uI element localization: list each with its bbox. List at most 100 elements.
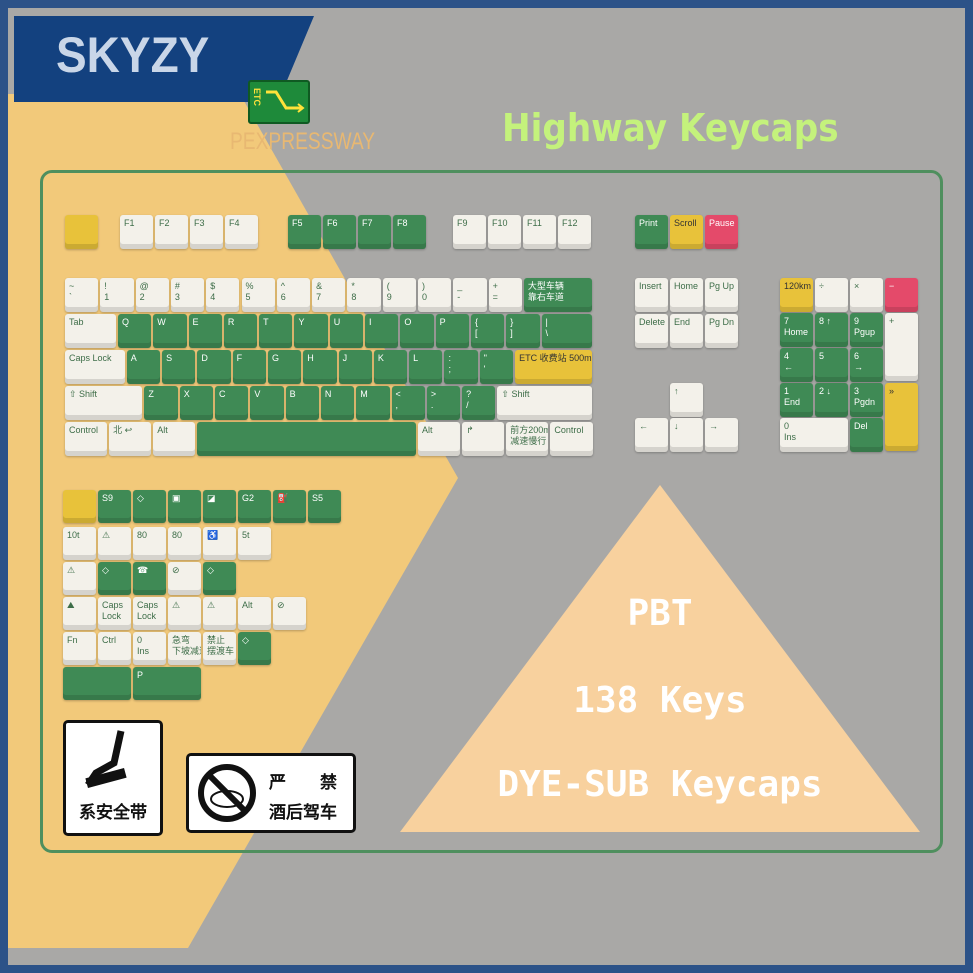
keycap-numpad: 1 End: [780, 383, 813, 417]
keycap-row1: ^ 6: [276, 278, 311, 312]
keycap-row1: + =: [488, 278, 522, 312]
seatbelt-sign: 系安全带: [63, 720, 163, 836]
keycap-row2: Q: [117, 314, 152, 348]
keycap-extras: 急弯 下坡减速: [168, 632, 201, 665]
keycap-nav: ←: [635, 418, 668, 452]
keycap-nav: Insert: [635, 278, 668, 312]
keycap-row1: * 8: [347, 278, 381, 312]
keycap-numpad: 2 ↓: [815, 383, 848, 417]
keycap-row1: & 7: [312, 278, 346, 312]
keycap-extras: ⛰: [63, 597, 96, 630]
logo-text: PEXPRESSWAY: [230, 128, 376, 155]
keycap-numpad: 7 Home: [780, 313, 813, 347]
keycap-numpad: +: [885, 313, 918, 381]
keycap-frow: F12: [558, 215, 591, 249]
keycap-frow: Scroll: [670, 215, 703, 249]
keycap-nav: ↑: [670, 383, 703, 417]
keycap-frow: F9: [453, 215, 486, 249]
keycap-extras: S9: [98, 490, 131, 523]
keycap-row5: Control: [550, 422, 593, 456]
keycap-extras: G2: [238, 490, 271, 523]
keycap-row4: M: [356, 386, 390, 420]
keycap-extras: ▣: [168, 490, 201, 523]
keycap-extras: ⊘: [273, 597, 306, 630]
keycap-row4: X: [179, 386, 214, 420]
keycap-row3: J: [338, 350, 372, 384]
keycap-row4: B: [285, 386, 319, 420]
keycap-row2: | \: [541, 314, 593, 348]
keycap-extras: 禁止 摆渡车: [203, 632, 236, 665]
keycap-row4: C: [215, 386, 249, 420]
keycap-row2: P: [435, 314, 469, 348]
keycap-nav: →: [705, 418, 738, 452]
sign-text-line1: 严 禁: [269, 773, 337, 793]
keycap-row3: Caps Lock: [65, 350, 125, 384]
keycap-row2: I: [365, 314, 399, 348]
keycap-row4: ⇧ Shift: [65, 386, 143, 420]
keycap-frow: Pause: [705, 215, 738, 249]
keycap-row5: 前方200m 减速慢行: [506, 422, 549, 456]
keycap-nav: Delete: [635, 314, 668, 348]
keycap-row4: ⇧ Shift: [497, 386, 593, 420]
keycap-extras: ◇: [203, 562, 236, 595]
keycap-row1: ) 0: [418, 278, 452, 312]
keycap-frow: F3: [190, 215, 223, 249]
keycap-extras: ⚠: [203, 597, 236, 630]
keycap-row3: : ;: [444, 350, 478, 384]
keycap-extras: ◪: [203, 490, 236, 523]
keycap-row3: G: [267, 350, 302, 384]
keycap-numpad: ÷: [815, 278, 848, 312]
keycap-row3: L: [409, 350, 443, 384]
keycap-row3: " ': [479, 350, 514, 384]
brand-name: SKYZY: [56, 27, 210, 83]
keycap-row2: { [: [470, 314, 505, 348]
keycap-frow: F1: [120, 215, 153, 249]
keycap-numpad: 9 Pgup: [850, 313, 883, 347]
keycap-row5: Alt: [153, 422, 196, 456]
keycap-nav: Pg Dn: [705, 314, 738, 348]
keycap-extras: 0 Ins: [133, 632, 166, 665]
keycap-row4: < ,: [391, 386, 425, 420]
keycap-extras: P: [133, 667, 201, 700]
keycap-row2: E: [188, 314, 222, 348]
keycap-extras: ☎: [133, 562, 166, 595]
keycap-frow: F11: [523, 215, 556, 249]
keycap-row2: Tab: [65, 314, 116, 348]
keycap-row3: F: [232, 350, 266, 384]
content-frame: [40, 170, 943, 853]
keycap-row1: 大型车辆 靠右车道: [523, 278, 593, 312]
keycap-numpad: 3 Pgdn: [850, 383, 883, 417]
keycap-row1: $ 4: [206, 278, 240, 312]
etc-logo-icon: ETC: [248, 80, 310, 124]
keycap-row2: T: [259, 314, 293, 348]
keycap-extras: ◇: [238, 632, 271, 665]
keycap-row4: N: [320, 386, 355, 420]
page-title: Highway Keycaps: [502, 106, 839, 150]
keycap-numpad: Del: [850, 418, 883, 452]
keycap-numpad: 5: [815, 348, 848, 382]
keycap-row1: @ 2: [135, 278, 169, 312]
keycap-extras: Alt: [238, 597, 271, 630]
keycap-extras: 80: [133, 527, 166, 560]
keycap-row5: Control: [65, 422, 108, 456]
keycap-extras: ♿: [203, 527, 236, 560]
keycap-extras: Caps Lock: [98, 597, 131, 630]
keycap-row3: H: [303, 350, 337, 384]
keycap-frow: F6: [323, 215, 356, 249]
keycap-extras: 10t: [63, 527, 96, 560]
keycap-row1: ~ `: [65, 278, 99, 312]
keycap-extras: ⚠: [98, 527, 131, 560]
keycap-extras: Fn: [63, 632, 96, 665]
seatbelt-text: 系安全带: [79, 803, 147, 823]
keycap-numpad: ×: [850, 278, 883, 312]
seatbelt-icon: [85, 730, 127, 789]
keycap-frow: [65, 215, 98, 249]
keycap-row2: R: [223, 314, 258, 348]
keycap-nav: Home: [670, 278, 703, 312]
keycap-numpad: 0 Ins: [780, 418, 848, 452]
keycap-nav: End: [670, 314, 703, 348]
keycap-row5: ↱: [462, 422, 505, 456]
keycap-row5: [197, 422, 416, 456]
keycap-extras: [63, 490, 96, 523]
keycap-extras: S5: [308, 490, 341, 523]
